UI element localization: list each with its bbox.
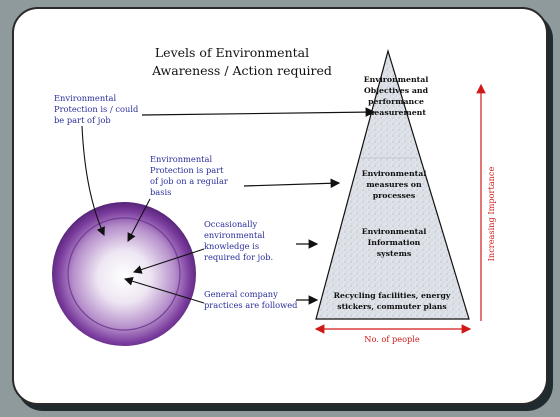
pyramid-tier-4: Recycling facilities, energy stickers, c… [334,291,451,311]
title-line-1: Levels of Environmental [155,45,309,60]
y-axis-label: Increasing Importance [486,167,496,262]
left-label-3-line-3: knowledge is [204,241,259,251]
sphere-icon [52,202,196,346]
left-label-2-line-4: basis [150,187,171,197]
pyramid-tier-2: Environmental measures on processes [362,169,427,200]
x-axis-label: No. of people [364,334,420,344]
title-line-2: Awareness / Action required [151,63,332,78]
left-label-1: Environmental Protection is / could be p… [54,93,139,125]
pyramid-tier-3: Environmental Information systems [362,227,427,258]
left-label-2-line-3: of job on a regular [150,176,228,186]
pyramid [315,48,470,320]
pyramid-tier-3-line-2: Information [368,238,421,247]
arrow-right-icon [123,277,205,304]
left-label-2-line-2: Protection is part [150,165,224,175]
pyramid-tier-2-line-2: measures on [366,180,422,189]
pyramid-tier-2-line-1: Environmental [362,169,427,178]
pyramid-tier-1: Environmental Objectives and performance… [364,75,429,117]
left-label-2-line-1: Environmental [150,154,212,164]
diagram-canvas: Levels of Environmental Awareness / Acti… [52,45,496,346]
arrow-right-icon [141,107,376,117]
left-label-1-line-2: Protection is / could [54,104,139,114]
left-label-3-line-1: Occasionally [204,219,258,229]
arrow-right-icon [127,198,151,242]
pyramid-tier-4-line-1: Recycling facilities, energy [334,291,451,300]
left-label-2: Environmental Protection is part of job … [150,154,228,197]
left-label-4: General company practices are followed [204,289,298,310]
left-label-1-line-1: Environmental [54,93,116,103]
left-label-1-line-3: be part of job [54,115,111,125]
pyramid-tier-1-line-2: Objectives and [364,86,429,95]
pyramid-tier-1-line-4: measurement [366,108,426,117]
slide-frame: Levels of Environmental Awareness / Acti… [12,7,548,405]
pyramid-tier-1-line-1: Environmental [364,75,429,84]
left-label-3-line-4: required for job. [204,252,273,262]
left-label-4-line-1: General company [204,289,278,299]
arrow-right-icon [81,125,105,237]
left-label-3: Occasionally environmental knowledge is … [204,219,273,262]
left-label-3-line-2: environmental [204,230,265,240]
pyramid-tier-3-line-3: systems [377,249,412,258]
pyramid-tier-1-line-3: performance [368,97,424,106]
left-label-4-line-2: practices are followed [204,300,298,310]
arrow-right-icon [243,178,341,189]
pyramid-tier-3-line-1: Environmental [362,227,427,236]
arrow-right-icon [132,248,205,274]
pyramid-tier-4-line-2: stickers, commuter plans [337,302,447,311]
pyramid-tier-2-line-3: processes [373,191,416,200]
